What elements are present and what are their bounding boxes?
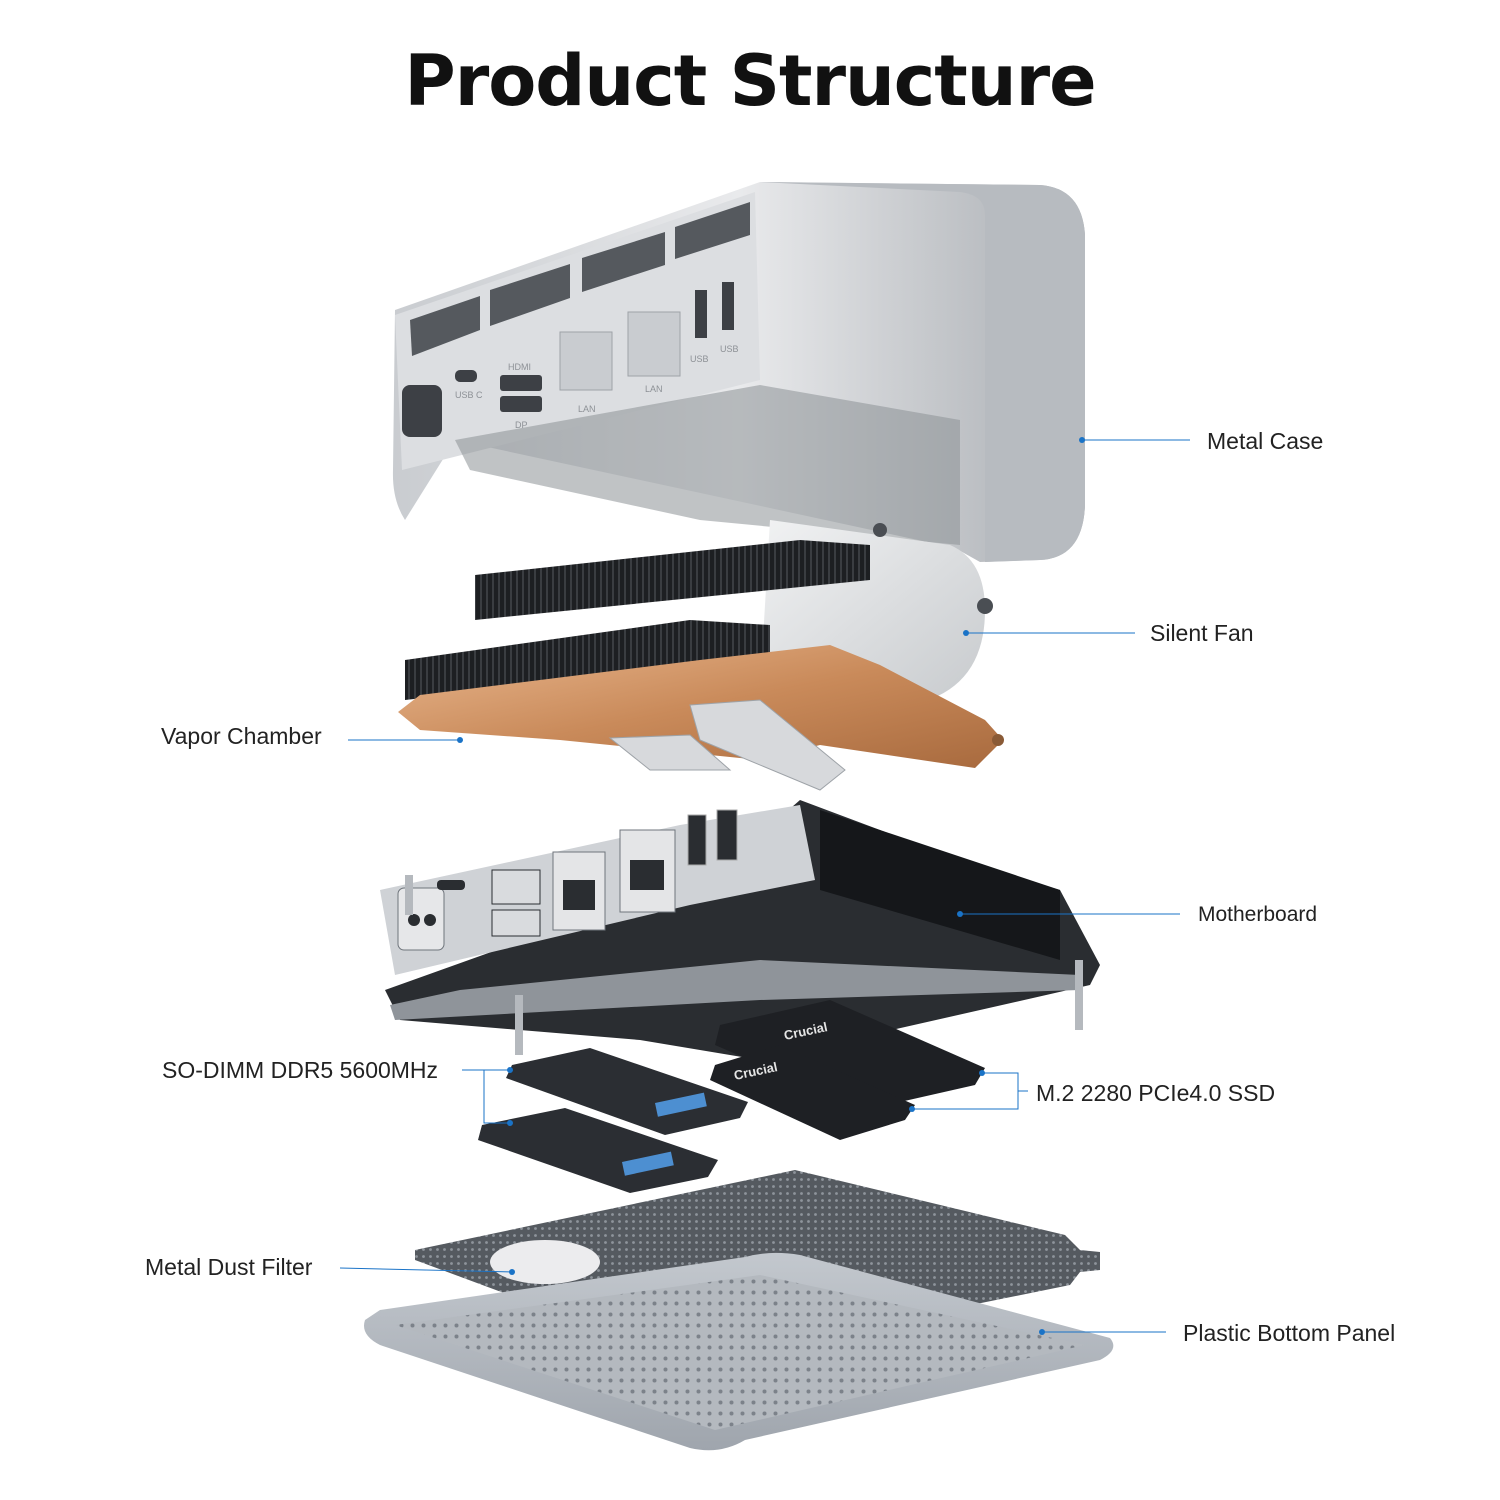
- lan-port-cutout-2: [627, 311, 681, 377]
- usb-c-port-cutout: [455, 370, 477, 382]
- leader-lines: [339, 439, 1190, 1333]
- metal-case: USB C HDMI DP LAN LAN USB USB: [392, 182, 1085, 562]
- page-title: Product Structure: [404, 40, 1096, 122]
- lan-label-1: LAN: [578, 404, 596, 414]
- usb-label-2: USB: [720, 344, 739, 354]
- hdmi-label: HDMI: [508, 362, 531, 372]
- dp-port: [491, 909, 541, 937]
- lan-label-2: LAN: [645, 384, 663, 394]
- usb-port-1: [687, 814, 707, 866]
- power-port: [397, 887, 445, 951]
- ssd-modules: Crucial Crucial: [710, 1000, 985, 1140]
- label-plastic-bottom-panel: Plastic Bottom Panel: [1183, 1320, 1396, 1346]
- label-ssd: M.2 2280 PCIe4.0 SSD: [1036, 1080, 1276, 1106]
- label-vapor-chamber: Vapor Chamber: [161, 723, 322, 749]
- usb-label-1: USB: [690, 354, 709, 364]
- usb-c-label: USB C: [455, 390, 483, 400]
- fan-intake-opening: [490, 1240, 600, 1284]
- usb-port-2: [716, 809, 738, 861]
- label-metal-case: Metal Case: [1207, 428, 1324, 454]
- motherboard: [380, 800, 1100, 1060]
- usb-port-cutout-2: [722, 282, 734, 330]
- dp-label: DP: [515, 420, 528, 430]
- vapor-chamber: [398, 540, 1004, 791]
- leader-dots: [457, 437, 1085, 1335]
- plastic-bottom-panel: [364, 1252, 1114, 1451]
- label-ram: SO-DIMM DDR5 5600MHz: [162, 1057, 439, 1083]
- hdmi-port: [491, 869, 541, 905]
- usb-port-cutout-1: [695, 290, 707, 338]
- label-motherboard: Motherboard: [1198, 903, 1318, 926]
- power-port-cutout: [402, 385, 442, 437]
- usb-c-port: [437, 880, 465, 890]
- dp-port-cutout: [500, 396, 542, 412]
- label-silent-fan: Silent Fan: [1150, 620, 1254, 646]
- lan-port-cutout-1: [559, 331, 613, 391]
- ram-modules: [478, 1048, 748, 1193]
- label-metal-dust-filter: Metal Dust Filter: [145, 1254, 313, 1280]
- hdmi-port-cutout: [500, 375, 542, 391]
